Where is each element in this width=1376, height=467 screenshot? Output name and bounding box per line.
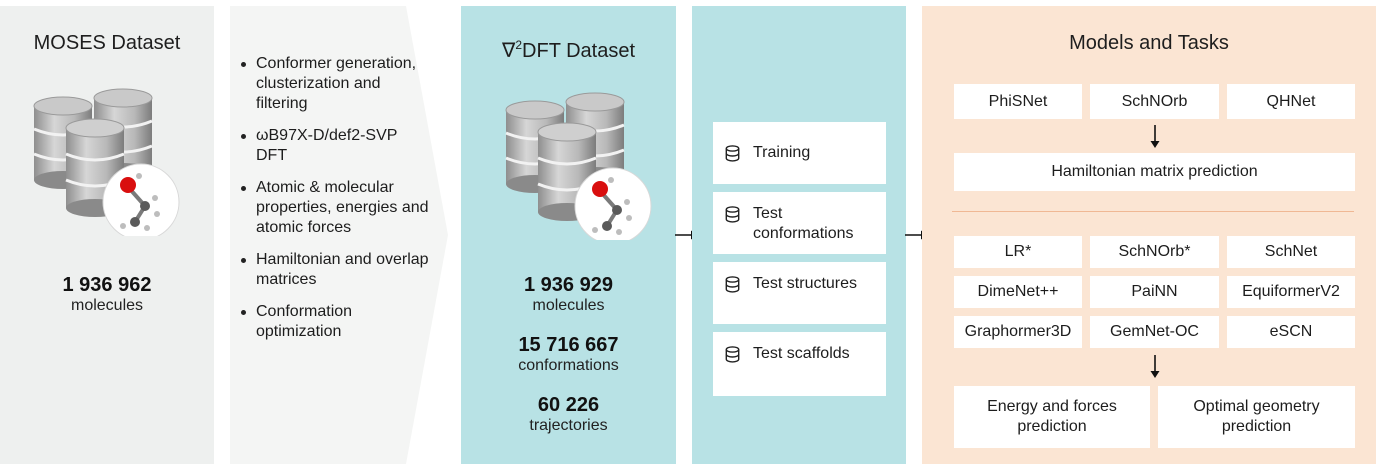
model-box: PhiSNet: [954, 84, 1082, 119]
database-icon: [725, 144, 740, 162]
nabla-stat-trajectories: 60 226 trajectories: [461, 394, 676, 436]
database-icon: [725, 346, 740, 363]
model-box: Graphormer3D: [954, 316, 1082, 348]
model-box: DimeNet++: [954, 276, 1082, 308]
model-box: SchNet: [1227, 236, 1355, 268]
processing-steps-list: Conformer generation, clusterization and…: [240, 54, 430, 354]
model-box: PaiNN: [1090, 276, 1219, 308]
split-label: Test structures: [753, 275, 858, 292]
processing-step: Hamiltonian and overlap matrices: [240, 250, 430, 290]
database-icon: [725, 206, 740, 223]
moses-panel: [0, 6, 214, 464]
model-box: SchNOrb: [1090, 84, 1219, 119]
model-box: GemNet-OC: [1090, 316, 1219, 348]
nabla-title-text: DFT Dataset: [522, 40, 636, 62]
moses-molecule-count: 1 936 962 molecules: [0, 274, 214, 316]
processing-panel: [230, 6, 450, 464]
nabla-stat-conformations: 15 716 667 conformations: [461, 334, 676, 376]
arrow-down-icon: [1150, 355, 1160, 378]
bullet-icon: [241, 134, 246, 139]
task-box-optimal-geometry: Optimal geometry prediction: [1158, 386, 1355, 448]
processing-step: Atomic & molecular properties, energies …: [240, 178, 430, 238]
model-box: LR*: [954, 236, 1082, 268]
model-box: EquiformerV2: [1227, 276, 1355, 308]
moses-count-value: 1 936 962: [62, 274, 152, 296]
split-training: Training: [713, 122, 886, 184]
arrow-down-icon: [1150, 125, 1160, 148]
stat-value: 15 716 667: [518, 334, 619, 356]
model-box: SchNOrb*: [1090, 236, 1219, 268]
split-label: Test conformations: [753, 205, 854, 242]
processing-step: Conformation optimization: [240, 302, 430, 342]
nabla-dft-title: ∇2DFT Dataset: [461, 38, 676, 63]
database-molecule-icon: [33, 88, 180, 236]
section-divider: [952, 211, 1354, 212]
nabla-superscript: 2: [515, 38, 523, 52]
nabla-dft-panel: [461, 6, 676, 464]
split-test-conformations: Test conformations: [713, 192, 886, 254]
task-box-energy-forces: Energy and forces prediction: [954, 386, 1150, 448]
bullet-icon: [241, 62, 246, 67]
stat-label: molecules: [532, 297, 605, 314]
processing-step: Conformer generation, clusterization and…: [240, 54, 430, 114]
bullet-icon: [241, 310, 246, 315]
nabla-stat-molecules: 1 936 929 molecules: [461, 274, 676, 316]
database-molecule-icon: [504, 91, 652, 240]
stat-label: conformations: [518, 357, 619, 374]
bullet-icon: [241, 186, 246, 191]
model-box: eSCN: [1227, 316, 1355, 348]
split-label: Test scaffolds: [753, 345, 850, 362]
processing-chevron-shape: [230, 6, 448, 464]
bullet-icon: [241, 258, 246, 263]
stat-label: trajectories: [529, 417, 608, 434]
stat-value: 1 936 929: [524, 274, 613, 296]
nabla-symbol: ∇: [501, 38, 516, 62]
stat-value: 60 226: [537, 394, 600, 416]
model-box: QHNet: [1227, 84, 1355, 119]
split-test-structures: Test structures: [713, 262, 886, 324]
database-icon: [725, 276, 740, 293]
moses-count-label: molecules: [70, 297, 144, 314]
moses-title: MOSES Dataset: [33, 32, 181, 54]
models-title: Models and Tasks: [1069, 32, 1229, 54]
split-label: Training: [753, 144, 811, 161]
task-box-hamiltonian: Hamiltonian matrix prediction: [954, 153, 1355, 191]
processing-step: ωB97X-D/def2-SVP DFT: [240, 126, 430, 166]
split-test-scaffolds: Test scaffolds: [713, 332, 886, 396]
